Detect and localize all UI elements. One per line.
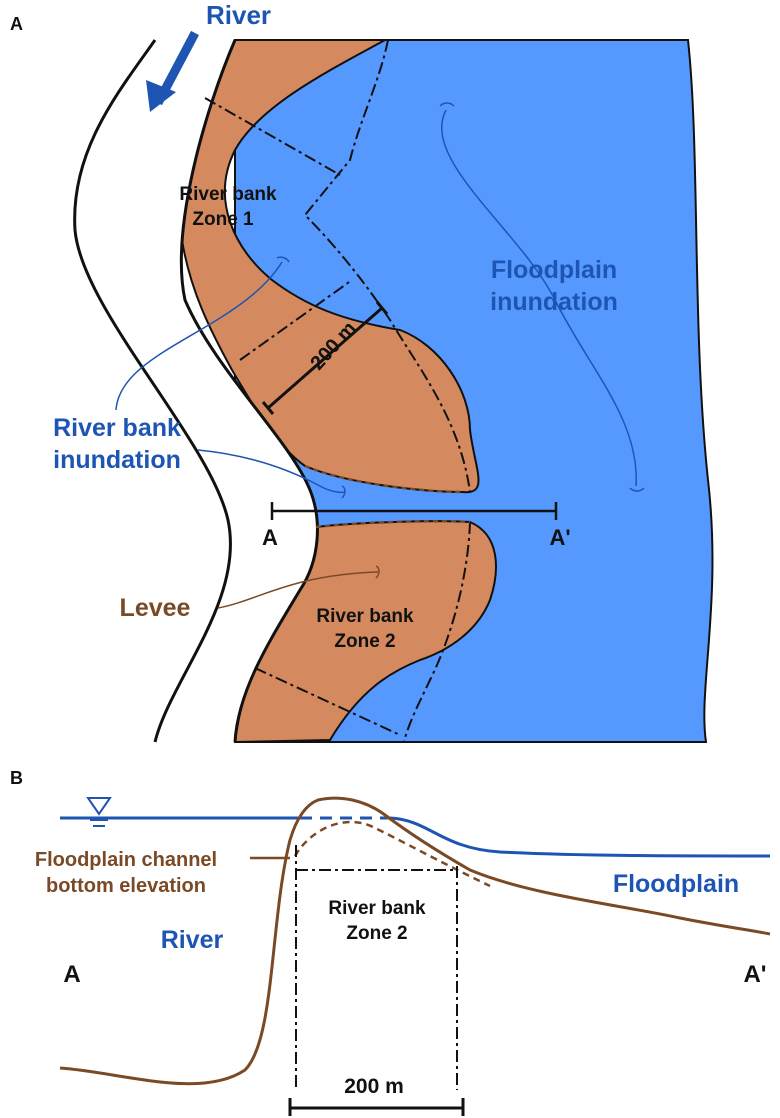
- cross-section-a-label: A: [262, 525, 278, 550]
- floodplain-leader-tick-bottom: [629, 487, 645, 492]
- bank-inundation-leader-tick-bottom: [341, 485, 346, 499]
- floodplain-label: Floodplain: [613, 870, 739, 898]
- panel-b-label: B: [10, 768, 23, 788]
- floodplain-water-surface: [389, 816, 771, 858]
- river-bank-zone-1: [180, 39, 480, 494]
- levee-crest-upper: [304, 464, 463, 494]
- levee-label: Levee: [120, 594, 191, 622]
- channel-bottom-line2: bottom elevation: [46, 875, 206, 897]
- levee-leader: [217, 571, 379, 609]
- river-channel: [74, 40, 318, 742]
- zone-divider-upper: [204, 97, 341, 176]
- levee-leader-tick: [375, 565, 380, 579]
- ground-profile: [59, 796, 771, 1086]
- river-label: River: [206, 0, 271, 30]
- river-right-bank: [179, 39, 319, 743]
- floodplain-leader: [440, 109, 637, 487]
- distance-tick-end: [375, 301, 389, 315]
- zone2-b-line1: River bank: [328, 898, 426, 919]
- zone1-label-line1: River bank: [179, 184, 277, 205]
- distance-tick-start: [261, 401, 275, 415]
- zone2-label-line2: Zone 2: [334, 631, 395, 652]
- distance-200m-b-label: 200 m: [344, 1075, 404, 1098]
- water-level-symbol: [86, 797, 112, 816]
- bank-inundation-leader: [115, 261, 283, 411]
- zone1-label-line2: Zone 1: [192, 209, 254, 230]
- river-left-bank: [73, 39, 232, 743]
- section-a-prime-b-label: A': [743, 961, 766, 988]
- panel-b-cross-section: B Floodplain channel bottom elevation Fl…: [10, 768, 771, 1116]
- river-flow-arrowhead: [146, 80, 176, 112]
- bank-inundation-leader-lower: [197, 449, 346, 494]
- bank-inundation-line1: River bank: [53, 414, 181, 442]
- bank-inundation-line2: inundation: [53, 446, 181, 474]
- levee-crest-lower: [315, 519, 471, 529]
- zone2-label-line1: River bank: [316, 606, 414, 627]
- zone-boundary-line-lower: [403, 521, 471, 743]
- floodplain-inundation-line1: Floodplain: [491, 256, 617, 284]
- section-a-b-label: A: [63, 961, 80, 988]
- channel-bottom-line1: Floodplain channel: [35, 849, 217, 871]
- zone-divider-lower: [254, 667, 401, 736]
- panel-a-label: A: [10, 14, 23, 34]
- zone2-b-line2: Zone 2: [346, 923, 407, 944]
- bank-inundation-leader-tick-top: [276, 256, 290, 263]
- channel-bottom-dashed: [293, 820, 491, 888]
- distance-200m-line: [267, 306, 383, 410]
- panel-a-map: A River River bank Zone 1 Floodplain inu…: [10, 0, 714, 744]
- floodplain-leader-tick-top: [439, 102, 455, 107]
- river-b-label: River: [161, 926, 224, 954]
- floodplain-inundation-line2: inundation: [490, 288, 618, 316]
- zone-boundary-line: [303, 39, 471, 493]
- cross-section-a-prime-label: A': [549, 525, 570, 550]
